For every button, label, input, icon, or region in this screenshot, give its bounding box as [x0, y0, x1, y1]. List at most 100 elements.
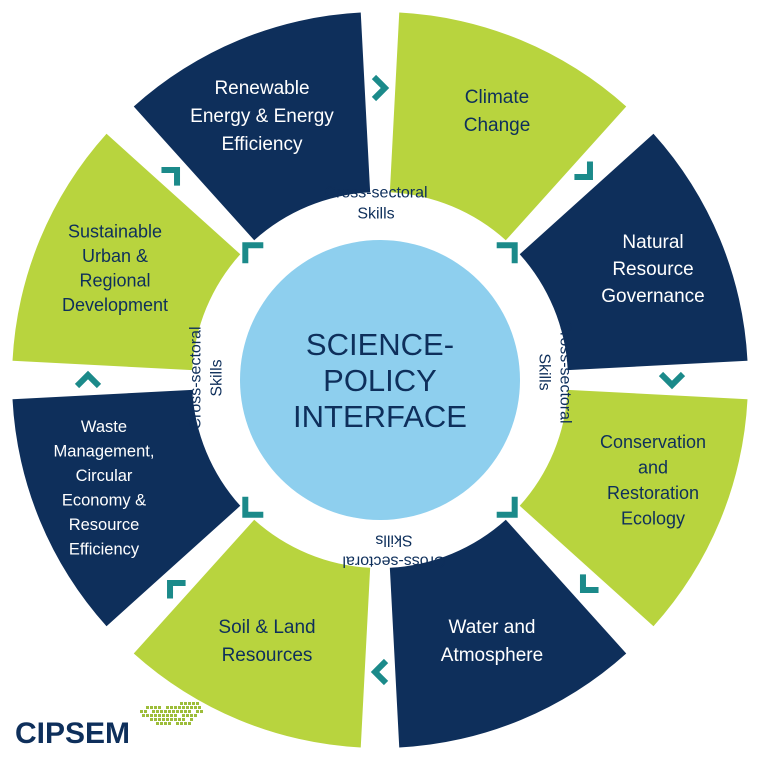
map-dot [162, 714, 165, 717]
map-dot [170, 706, 173, 709]
skills-label-line: Cross-sectoral [324, 185, 427, 202]
map-dot [174, 706, 177, 709]
map-dot [166, 718, 169, 721]
map-dot [182, 714, 185, 717]
map-dot [190, 714, 193, 717]
segment-5-label-line-2: Atmosphere [441, 645, 543, 666]
map-dot [184, 702, 187, 705]
outer-arrows-group [74, 74, 686, 686]
map-dot [156, 722, 159, 725]
segment-8-shape [12, 133, 241, 371]
map-dot [184, 722, 187, 725]
map-dot [160, 722, 163, 725]
segment-4-label-line-3: Restoration [607, 483, 699, 503]
map-dot [188, 710, 191, 713]
center-title-line-3: INTERFACE [293, 399, 467, 434]
map-dot [158, 714, 161, 717]
world-map-dots-icon [140, 702, 203, 725]
segment-1-shape [133, 12, 371, 241]
center-title-line-2: POLICY [323, 363, 437, 398]
flow-chevron-icon [658, 371, 686, 390]
map-dot [200, 710, 203, 713]
segment-4-label-line-1: Conservation [600, 432, 706, 452]
map-dot [186, 714, 189, 717]
map-dot [184, 710, 187, 713]
map-dot [150, 706, 153, 709]
segment-8-label-line-3: Regional [79, 270, 150, 290]
corner-arrow-icon [496, 242, 518, 264]
segment-3-label-line-2: Resource [612, 259, 693, 280]
segment-7-label-line-1: Waste [81, 418, 127, 436]
segment-7-label-line-2: Management, [54, 442, 155, 460]
segment-2-shape [389, 12, 627, 241]
map-dot [158, 718, 161, 721]
skills-labels-group: Cross-sectoralSkillsCross-sectoralSkills… [188, 185, 574, 570]
corner-arrow-icon [242, 496, 264, 518]
map-dot [168, 710, 171, 713]
flow-chevron-icon [574, 161, 593, 181]
skills-label-line: Skills [209, 359, 226, 396]
segment-4-label-line-2: and [638, 457, 668, 477]
map-dot [156, 710, 159, 713]
segment-7-label-line-6: Efficiency [69, 540, 140, 558]
segment-1-label-line-1: Renewable [214, 78, 309, 99]
corner-arrow-icon [242, 242, 264, 264]
map-dot [194, 706, 197, 709]
map-dot [164, 710, 167, 713]
segment-5-label-line-1: Water and [449, 617, 536, 638]
map-dot [174, 718, 177, 721]
map-dot [196, 702, 199, 705]
segment-7-label-line-5: Resource [69, 516, 140, 534]
map-dot [144, 710, 147, 713]
flow-chevron-icon [161, 167, 181, 186]
map-dot [180, 702, 183, 705]
skills-label-line: Skills [357, 206, 394, 223]
map-dot [176, 710, 179, 713]
map-dot [150, 714, 153, 717]
map-dot [174, 714, 177, 717]
map-dot [146, 714, 149, 717]
center-title: SCIENCE- POLICY INTERFACE [293, 327, 467, 434]
skills-label-line: Skills [375, 532, 412, 549]
segment-7-label-line-4: Economy & [62, 491, 146, 509]
map-dot [180, 722, 183, 725]
center-title-line-1: SCIENCE- [306, 327, 454, 362]
map-dot [172, 710, 175, 713]
map-dot [140, 710, 143, 713]
map-dot [162, 718, 165, 721]
map-dot [188, 722, 191, 725]
skills-label-line: Cross-sectoral [557, 320, 574, 423]
segment-8-label-line-2: Urban & [82, 246, 148, 266]
cipsem-logo: CIPSEM [15, 702, 203, 750]
map-dot [194, 714, 197, 717]
flow-chevron-icon [371, 74, 390, 102]
map-dot [190, 718, 193, 721]
segment-6-shape [133, 519, 371, 748]
segment-8-label-line-1: Sustainable [68, 221, 162, 241]
segment-6-label-line-2: Resources [222, 645, 313, 666]
map-dot [142, 714, 145, 717]
segment-3-shape [519, 133, 748, 371]
segment-1-label-line-2: Energy & Energy [190, 106, 334, 127]
map-dot [154, 718, 157, 721]
map-dot [182, 706, 185, 709]
flow-chevron-icon [370, 658, 389, 686]
map-dot [198, 706, 201, 709]
map-dot [178, 706, 181, 709]
segment-3-label-line-3: Governance [601, 286, 705, 307]
segment-6-label-line-1: Soil & Land [218, 617, 315, 638]
map-dot [152, 710, 155, 713]
map-dot [178, 718, 181, 721]
segment-7-label-line-3: Circular [76, 467, 133, 485]
skills-label-line: Cross-sectoral [188, 326, 205, 429]
map-dot [190, 706, 193, 709]
map-dot [160, 710, 163, 713]
segment-4-label-line-4: Ecology [621, 508, 685, 528]
map-dot [188, 702, 191, 705]
map-dot [154, 706, 157, 709]
map-dot [166, 714, 169, 717]
